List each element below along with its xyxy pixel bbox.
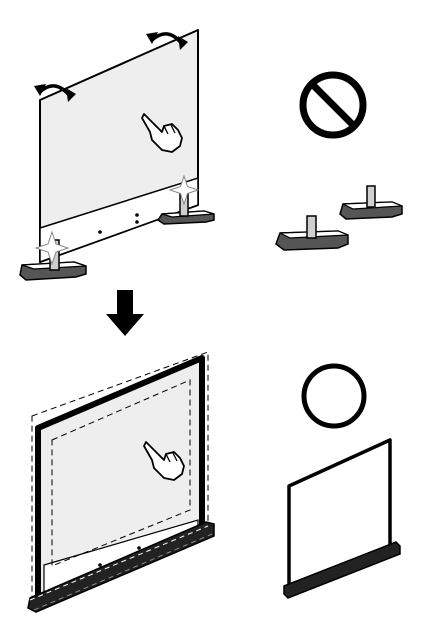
- rotate-arrow-icon: [146, 32, 188, 50]
- stand-leg-detached: [339, 185, 403, 220]
- hand-touching-screen-icon: [141, 113, 183, 153]
- rotate-arrow-icon: [34, 84, 76, 102]
- sparkle-icon: [34, 230, 70, 266]
- prohibited-icon: [299, 71, 367, 139]
- stand-leg-detached: [275, 215, 349, 251]
- indicator-dot: [98, 230, 102, 234]
- dashed-inner-outline: [51, 379, 191, 567]
- bar-stand: [27, 521, 215, 613]
- sparkle-icon: [168, 174, 200, 206]
- arrow-down-icon: [106, 290, 144, 336]
- tv-bottom-bezel: [39, 176, 199, 264]
- assembled-panel: [283, 438, 401, 599]
- tv-with-bar-stand: [27, 351, 215, 613]
- indicator-dot: [135, 220, 139, 224]
- indicator-dot: [98, 563, 102, 567]
- indicator-dot: [137, 546, 141, 550]
- hand-touching-screen-icon: [143, 441, 185, 481]
- tv-with-leg-stands: [19, 29, 215, 281]
- ok-circle-icon: [301, 363, 367, 429]
- bar-stand: [283, 541, 401, 599]
- indicator-dot: [135, 213, 139, 217]
